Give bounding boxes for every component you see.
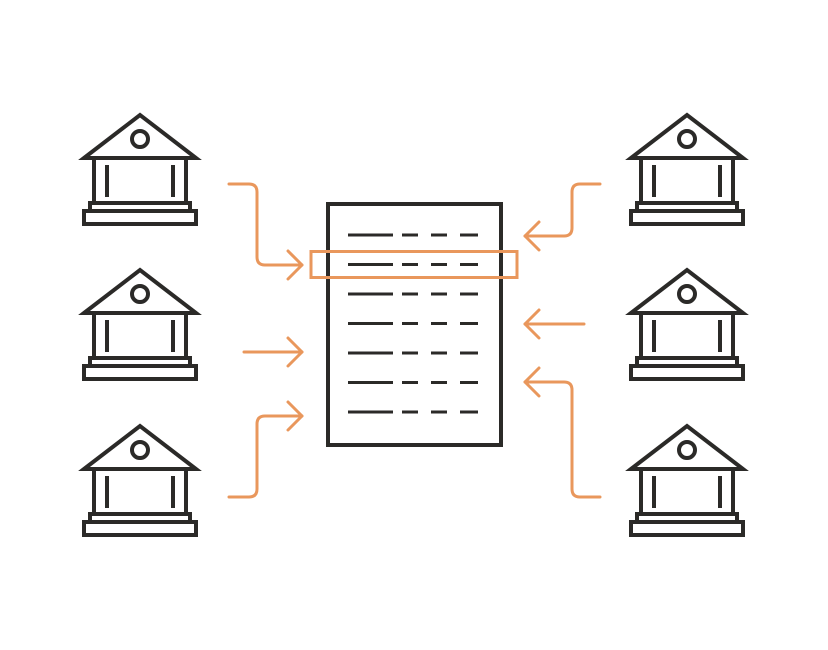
roof-icon xyxy=(78,267,202,315)
roof-icon xyxy=(625,423,749,471)
bank-right-top xyxy=(625,112,749,226)
roof-emblem-icon xyxy=(130,284,150,304)
roof-emblem-icon xyxy=(130,129,150,149)
bank-right-middle xyxy=(625,267,749,381)
roof-emblem-icon xyxy=(677,284,697,304)
roof-icon xyxy=(78,112,202,160)
roof-icon xyxy=(625,267,749,315)
arrow-right-middle-icon xyxy=(523,308,586,340)
base-icon xyxy=(82,520,198,537)
bank-left-middle xyxy=(78,267,202,381)
bank-right-bottom xyxy=(625,423,749,537)
base-icon xyxy=(629,364,745,381)
base-icon xyxy=(82,209,198,226)
roof-icon xyxy=(625,112,749,160)
base-icon xyxy=(82,364,198,381)
roof-icon xyxy=(78,423,202,471)
bank-left-top xyxy=(78,112,202,226)
arrow-right-bottom-icon xyxy=(523,366,602,499)
arrow-left-top-icon xyxy=(227,182,304,281)
arrow-left-bottom-icon xyxy=(227,400,304,499)
roof-emblem-icon xyxy=(677,440,697,460)
roof-emblem-icon xyxy=(677,129,697,149)
ledger-rows xyxy=(348,233,478,414)
ledger-document-icon xyxy=(309,202,519,447)
bank-left-bottom xyxy=(78,423,202,537)
base-icon xyxy=(629,520,745,537)
roof-emblem-icon xyxy=(130,440,150,460)
arrow-right-top-icon xyxy=(523,182,602,252)
base-icon xyxy=(629,209,745,226)
arrow-left-middle-icon xyxy=(242,336,304,368)
highlighted-row xyxy=(309,250,519,279)
